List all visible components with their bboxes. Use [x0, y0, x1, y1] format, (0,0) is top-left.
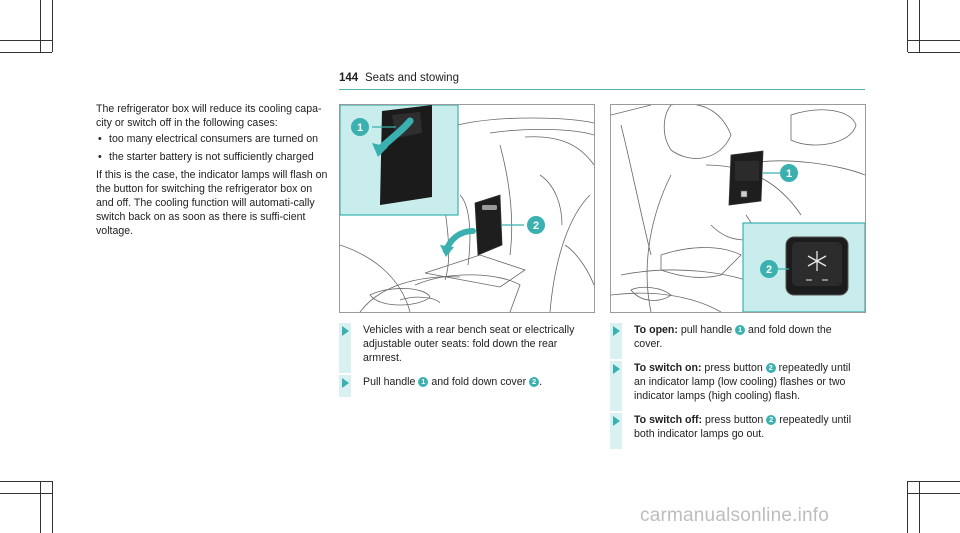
step-text: repeatedly until an indicator lamp (low …	[634, 362, 851, 402]
snowflake-icon	[807, 251, 827, 271]
step-text: press button	[701, 362, 766, 374]
step-label: To open:	[634, 324, 678, 336]
intro-text: The refrigerator box will reduce its coo…	[96, 102, 332, 240]
callout-ref: 2	[765, 363, 776, 373]
instruction-step: Vehicles with a rear bench seat or elect…	[339, 323, 589, 373]
step-arrow-icon	[342, 378, 349, 388]
step-text: press button	[702, 414, 767, 426]
watermark: carmanualsonline.info	[640, 505, 830, 526]
page-number: 144	[339, 72, 359, 84]
callout-ref: 2	[529, 377, 540, 387]
step-text: Pull handle	[363, 376, 419, 388]
step-text: repeatedly until both indicator lamps go…	[634, 414, 852, 440]
header-rule	[339, 89, 865, 90]
intro-paragraph: If this is the case, the indicator lamps…	[96, 169, 328, 237]
callout-2: 2	[766, 264, 772, 276]
instruction-step: To switch off: press button 2 repeatedly…	[610, 413, 860, 449]
step-text: Vehicles with a rear bench seat or elect…	[363, 324, 575, 364]
list-item: too many electrical consumers are turned…	[96, 132, 332, 146]
intro-paragraph: The refrigerator box will reduce its coo…	[96, 103, 322, 129]
refrigerator-button-small	[740, 190, 748, 198]
step-label: To switch on:	[634, 362, 702, 374]
callout-ref: 1	[418, 377, 429, 387]
step-text: .	[539, 376, 543, 388]
callout-1: 1	[357, 122, 363, 134]
page-header: 144 Seats and stowing	[339, 70, 865, 88]
step-text: pull handle	[677, 324, 736, 336]
callout-ref: 2	[766, 415, 777, 425]
list-item: the starter battery is not sufficiently …	[96, 150, 332, 164]
section-title: Seats and stowing	[365, 72, 459, 84]
indicator-lamp	[806, 279, 812, 281]
instructions-left: Vehicles with a rear bench seat or elect…	[339, 323, 589, 399]
instruction-step: Pull handle 1 and fold down cover 2.	[339, 375, 589, 397]
figure-refrigerator-button: 1 2	[610, 104, 866, 313]
figure-armrest-refrigerator: 2 1	[339, 104, 595, 313]
callout-1: 1	[786, 168, 792, 180]
instruction-step: To switch on: press button 2 repeatedly …	[610, 361, 860, 411]
instructions-right: To open: pull handle 1 and fold down the…	[610, 323, 860, 451]
step-arrow-icon	[613, 416, 620, 426]
illustration-armrest: 2 1	[340, 105, 594, 312]
callout-ref: 1	[735, 325, 746, 335]
step-arrow-icon	[613, 326, 620, 336]
conditions-list: too many electrical consumers are turned…	[96, 132, 332, 164]
step-arrow-icon	[342, 326, 349, 336]
step-label: To switch off:	[634, 414, 703, 426]
illustration-seat-console: 1 2	[611, 105, 865, 312]
instruction-step: To open: pull handle 1 and fold down the…	[610, 323, 860, 359]
step-arrow-icon	[613, 364, 620, 374]
callout-2: 2	[533, 220, 539, 232]
indicator-lamp	[822, 279, 828, 281]
step-text: and fold down the cover.	[634, 324, 832, 350]
step-text: and fold down cover	[428, 376, 530, 388]
